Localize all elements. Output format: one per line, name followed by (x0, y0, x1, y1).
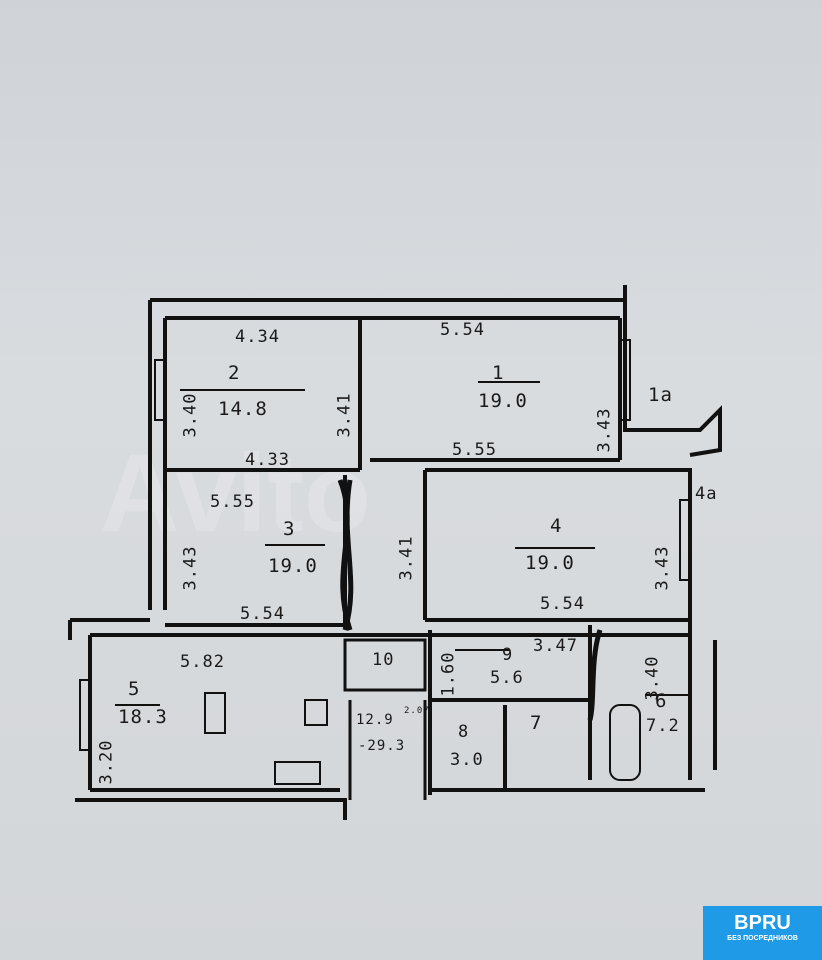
room-9-number: 9 (502, 645, 514, 665)
room-5-area: 18.3 (118, 706, 168, 728)
room-5-number: 5 (128, 678, 141, 700)
corridor-number: 12.9 (356, 712, 394, 728)
corridor-area: -29.3 (358, 738, 406, 754)
room-3-left-dim: 3.43 (180, 545, 201, 591)
logo-brand: BPRU (734, 912, 791, 934)
room-2-left-dim: 3.40 (180, 392, 201, 438)
room-5-left-dim: 3.20 (96, 739, 117, 785)
room-1-area: 19.0 (478, 390, 528, 412)
room-1-bottom-dim: 5.55 (452, 440, 497, 460)
room-7-number: 7 (530, 712, 543, 734)
room-3-right-dim: 3.41 (396, 535, 417, 581)
room-1-right-dim: 3.43 (594, 407, 615, 453)
room-10-number: 10 (372, 650, 395, 670)
room-4-area: 19.0 (525, 552, 575, 574)
room-1-top-dim: 5.54 (440, 320, 485, 340)
room-9-area: 5.6 (490, 668, 524, 688)
room-8-area: 3.0 (450, 750, 484, 770)
room-2-top-dim: 4.34 (235, 327, 280, 347)
room-3-number: 3 (283, 518, 296, 540)
room-2-area: 14.8 (218, 398, 268, 420)
room-8-number: 8 (458, 722, 470, 742)
room-2-number: 2 (228, 362, 241, 384)
room-4-right-dim: 3.43 (652, 545, 673, 591)
bpru-logo: BPRU БЕЗ ПОСРЕДНИКОВ (703, 906, 822, 960)
room-5-top-dim: 5.82 (180, 652, 225, 672)
room-4-number: 4 (550, 515, 563, 537)
room-2-bottom-dim: 4.33 (245, 450, 290, 470)
logo-tagline: БЕЗ ПОСРЕДНИКОВ (727, 935, 798, 942)
room-9-left-dim: 1.60 (438, 651, 459, 697)
room-3-area: 19.0 (268, 555, 318, 577)
room-3-top-dim: 5.55 (210, 492, 255, 512)
room-4-bottom-dim: 5.54 (540, 594, 585, 614)
room-3-bottom-dim: 5.54 (240, 604, 285, 624)
balcony-1a-label: 1a (648, 384, 673, 406)
watermark: Avito (100, 432, 371, 555)
room-1-number: 1 (492, 362, 505, 384)
room-6-number: 6 (655, 690, 668, 712)
room-2-right-dim: 3.41 (334, 392, 355, 438)
room-9-top-dim: 3.47 (533, 636, 578, 656)
balcony-4a-label: 4a (695, 484, 718, 504)
room-6-area: 7.2 (646, 716, 680, 736)
corridor-note: 2.07 (404, 706, 430, 716)
